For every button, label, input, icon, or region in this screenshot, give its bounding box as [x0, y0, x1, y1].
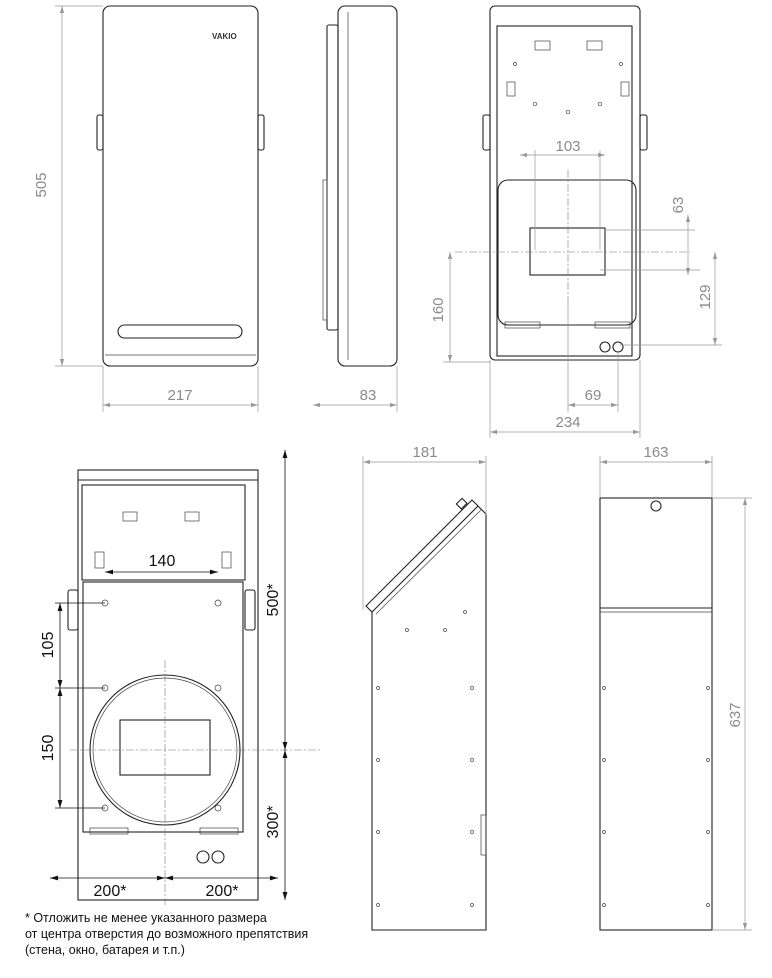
dim-back-63: 63: [670, 197, 687, 214]
dim-side-depth: 83: [360, 387, 377, 404]
logo: VAKIO: [212, 32, 237, 41]
dim-mount-150: 150: [40, 735, 57, 762]
footnote-line: от центра отверстия до возможного препят…: [25, 927, 309, 941]
footnote-line: (стена, окно, батарея и т.п.): [25, 943, 185, 957]
dim-back-69: 69: [585, 387, 602, 404]
dim-bottom-clearance: 300*: [265, 806, 282, 839]
dim-front-width: 217: [167, 387, 192, 404]
dim-front-height: 505: [33, 172, 50, 197]
dim-hood-side-width: 181: [412, 444, 437, 461]
dim-hood-height: 637: [727, 702, 744, 727]
hood-side-view: 181: [362, 444, 487, 931]
hood-front-view: 163 637: [599, 444, 752, 931]
dim-back-width: 234: [555, 414, 580, 431]
dim-mount-105: 105: [40, 632, 57, 659]
dim-right-clearance: 200*: [206, 883, 239, 900]
dim-back-103: 103: [555, 138, 580, 155]
mounting-view: 140 105 150 500* 300* 200* 200*: [40, 450, 320, 905]
footnote: * Отложить не менее указанного размера о…: [25, 910, 308, 958]
dim-back-129: 129: [697, 284, 714, 309]
dim-mount-140: 140: [149, 553, 176, 570]
back-view: 103 63 129 160 69 234: [430, 5, 722, 438]
dim-hood-front-width: 163: [643, 444, 668, 461]
footnote-line: * Отложить не менее указанного размера: [25, 911, 267, 925]
side-view: 83: [313, 5, 398, 412]
dim-left-clearance: 200*: [94, 883, 127, 900]
front-view: VAKIO 505 217: [33, 5, 265, 412]
dim-top-clearance: 500*: [265, 584, 282, 617]
dim-back-160: 160: [430, 297, 447, 322]
